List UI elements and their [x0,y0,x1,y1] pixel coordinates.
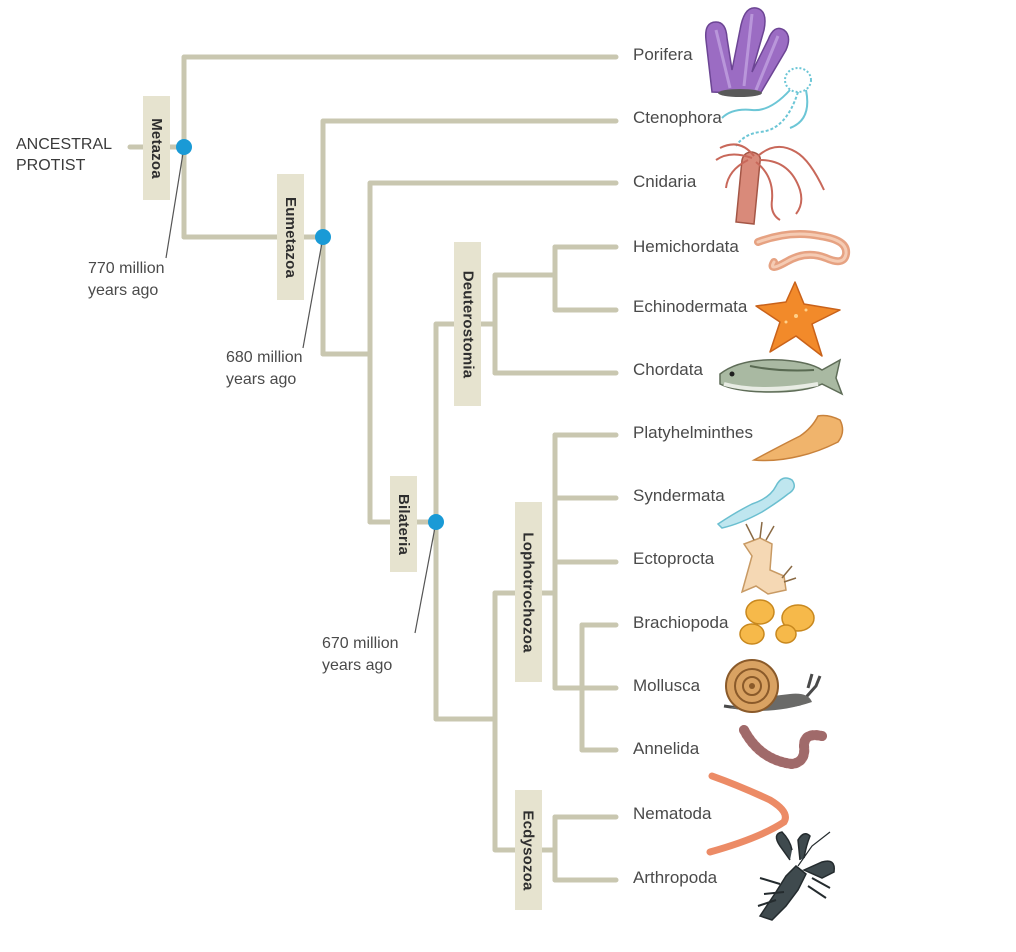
clade-bilateria: Bilateria [390,476,417,572]
taxon-nematoda: Nematoda [633,804,712,823]
clade-ecdysozoa: Ecdysozoa [515,790,542,910]
lobster-icon [757,831,835,921]
time-770-line-2: years ago [88,282,159,299]
taxon-chordata: Chordata [633,360,703,379]
time-670: 670 million years ago [322,633,398,677]
flatworm-icon [751,414,844,462]
brachiopod-icon [739,599,815,645]
taxon-ectoprocta: Ectoprocta [633,549,715,568]
root-label: ANCESTRAL PROTIST [16,134,112,176]
comb-jelly-icon [721,67,812,147]
branch-deut-inner [492,272,558,376]
node-eumetazoa [315,229,331,245]
branch-porifera [181,54,619,240]
starfish-icon [755,281,841,357]
sponge-icon [704,7,790,97]
taxon-hemichordata: Hemichordata [633,237,739,256]
jellyfish-icon [715,143,825,225]
acorn-worm-icon [754,230,851,271]
taxon-echinodermata: Echinodermata [633,297,748,316]
roundworm-icon [706,772,789,856]
taxon-cnidaria: Cnidaria [633,172,697,191]
taxon-mollusca: Mollusca [633,676,701,695]
snail-icon [723,659,822,713]
time-770-line-1: 770 million [88,260,165,277]
clade-eumetazoa: Eumetazoa [277,174,304,300]
time-670-line-2: years ago [322,657,393,674]
time-680-line-1: 680 million [226,349,303,366]
root-label-line-2: PROTIST [16,157,86,174]
branch-cnidaria [367,180,619,525]
branch-ctenophora [320,118,619,357]
clade-metazoa: Metazoa [143,96,170,200]
clade-lophotrochozoa: Lophotrochozoa [515,502,542,682]
taxon-syndermata: Syndermata [633,486,725,505]
clade-metazoa-label: Metazoa [148,117,165,179]
leader-670 [414,521,437,634]
fish-icon [719,358,844,396]
taxon-ctenophora: Ctenophora [633,108,722,127]
leader-770 [165,146,185,259]
time-680: 680 million years ago [226,347,302,391]
clade-deuterostomia: Deuterostomia [454,242,481,406]
root-label-line-1: ANCESTRAL [16,136,113,153]
taxon-arthropoda: Arthropoda [633,868,718,887]
leader-680 [302,236,324,349]
clade-eumetazoa-label: Eumetazoa [282,196,299,278]
taxon-platyhelminthes: Platyhelminthes [633,423,754,442]
taxon-porifera: Porifera [633,45,693,64]
clade-deuterostomia-label: Deuterostomia [459,270,476,378]
time-770: 770 million years ago [88,258,164,302]
node-bilateria [428,514,444,530]
clade-ecdysozoa-label: Ecdysozoa [520,809,538,891]
rotifer-icon [716,477,795,529]
earthworm-icon [739,725,827,770]
taxon-brachiopoda: Brachiopoda [633,613,729,632]
taxon-annelida: Annelida [633,739,700,758]
time-680-line-2: years ago [226,371,297,388]
clade-lophotrochozoa-label: Lophotrochozoa [520,531,537,653]
node-metazoa [176,139,192,155]
bryozoan-icon [740,521,797,595]
clade-bilateria-label: Bilateria [395,493,412,555]
time-670-line-1: 670 million [322,635,399,652]
